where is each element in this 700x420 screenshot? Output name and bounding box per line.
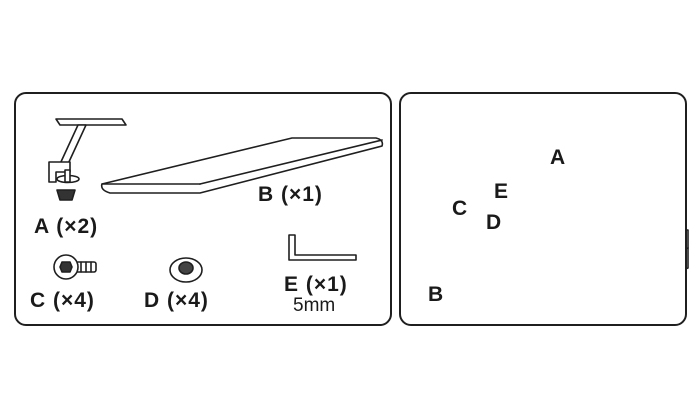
clamp-label: A (×2) (34, 215, 99, 238)
washer-icon (169, 257, 203, 283)
hex-screw-icon (53, 254, 97, 280)
allen-key-label: E (×1) (284, 273, 348, 296)
washer-label: D (×4) (144, 289, 209, 312)
allen-key-size: 5mm (293, 295, 336, 316)
callout-e: E (494, 180, 510, 203)
board-icon (100, 137, 384, 194)
callout-a: A (550, 146, 567, 169)
callout-d: D (486, 211, 503, 234)
callout-b: B (428, 283, 445, 306)
board-label: B (×1) (258, 183, 323, 206)
screw-label: C (×4) (30, 289, 95, 312)
callout-c: C (452, 197, 469, 220)
assembly-panel (399, 92, 687, 326)
allen-key-icon (288, 234, 357, 261)
desk-clamp-icon (48, 118, 127, 201)
